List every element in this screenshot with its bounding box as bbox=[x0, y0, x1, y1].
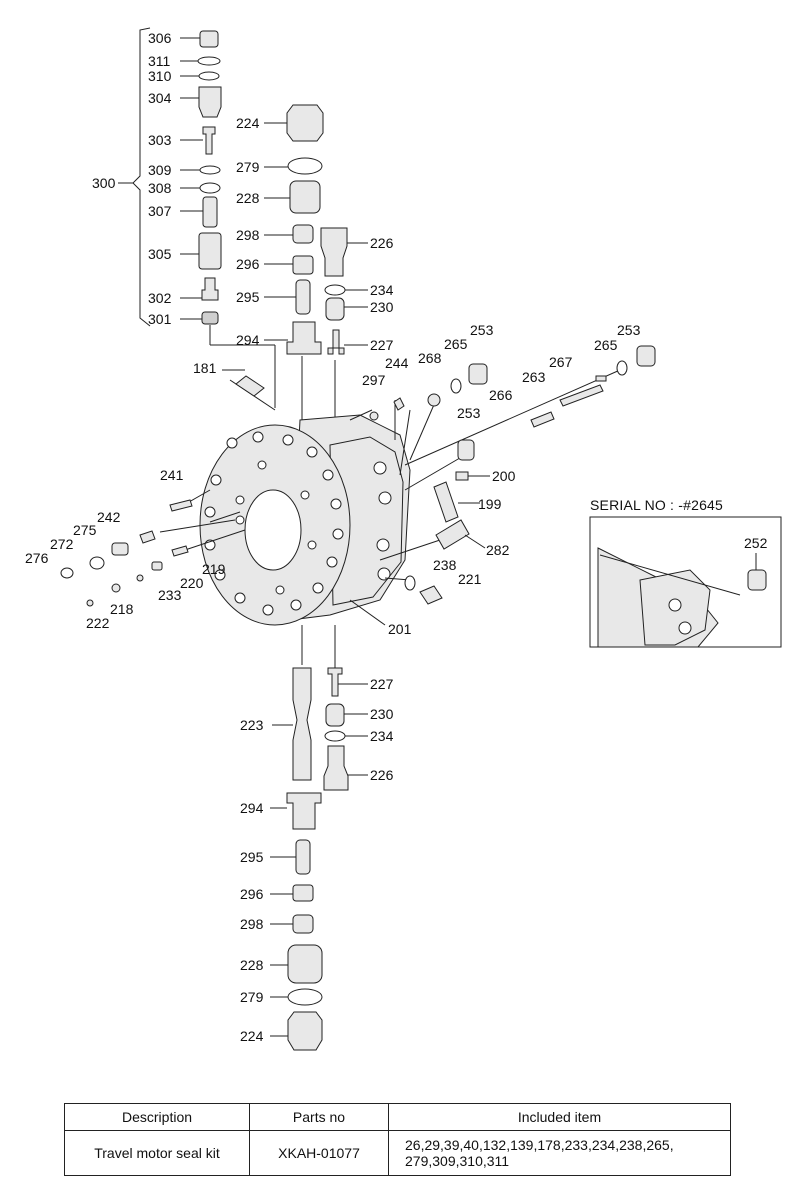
cell-included-item: 26,29,39,40,132,139,178,233,234,238,265,… bbox=[388, 1130, 731, 1176]
callout-224-top: 224 bbox=[236, 115, 260, 131]
callout-275: 275 bbox=[73, 522, 97, 538]
lower-valve-stack bbox=[270, 625, 368, 1051]
callout-272: 272 bbox=[50, 536, 74, 552]
parts-kit-table: Description Parts no Included item Trave… bbox=[64, 1103, 731, 1176]
callout-234-top: 234 bbox=[370, 282, 394, 298]
callout-305: 305 bbox=[148, 246, 172, 262]
callout-303: 303 bbox=[148, 132, 172, 148]
callout-279-top: 279 bbox=[236, 159, 260, 175]
callout-311: 311 bbox=[148, 53, 171, 69]
header-parts-no: Parts no bbox=[249, 1103, 389, 1131]
callout-224-bottom: 224 bbox=[240, 1028, 264, 1044]
callout-221: 221 bbox=[458, 571, 482, 587]
callout-226-top: 226 bbox=[370, 235, 394, 251]
left-side-parts bbox=[60, 499, 193, 607]
callout-253-a: 253 bbox=[470, 322, 494, 338]
callout-309: 309 bbox=[148, 162, 172, 178]
serial-inset bbox=[589, 516, 782, 648]
callout-220: 220 bbox=[180, 575, 204, 591]
callout-295-bottom: 295 bbox=[240, 849, 264, 865]
cell-description: Travel motor seal kit bbox=[64, 1130, 250, 1176]
right-side-parts bbox=[369, 345, 656, 605]
leader-lines bbox=[159, 369, 621, 626]
callout-228-top: 228 bbox=[236, 190, 260, 206]
included-item-line-2: 279,309,310,311 bbox=[405, 1153, 510, 1169]
callout-226-bottom: 226 bbox=[370, 767, 394, 783]
callout-233: 233 bbox=[158, 587, 182, 603]
callout-200: 200 bbox=[492, 468, 516, 484]
exploded-parts-diagram: 300 bbox=[25, 27, 782, 1051]
callout-253-b: 253 bbox=[617, 322, 641, 338]
callout-267: 267 bbox=[549, 354, 573, 370]
callout-181: 181 bbox=[193, 360, 217, 376]
group-300-bracket: 300 bbox=[92, 27, 151, 327]
callout-310: 310 bbox=[148, 68, 172, 84]
callout-199: 199 bbox=[478, 496, 502, 512]
callout-298-bottom: 298 bbox=[240, 916, 264, 932]
upper-valve-stack bbox=[264, 104, 368, 430]
callout-301: 301 bbox=[148, 311, 172, 327]
callout-219: 219 bbox=[202, 561, 226, 577]
callout-227-top: 227 bbox=[370, 337, 394, 353]
callout-223: 223 bbox=[240, 717, 264, 733]
callout-244: 244 bbox=[385, 355, 409, 371]
serial-inset-title: SERIAL NO : -#2645 bbox=[590, 497, 724, 513]
cell-parts-no: XKAH-01077 bbox=[249, 1130, 389, 1176]
callout-265-b: 265 bbox=[594, 337, 618, 353]
callout-276: 276 bbox=[25, 550, 49, 566]
relief-valve-parts bbox=[180, 30, 276, 408]
callout-300: 300 bbox=[92, 175, 116, 191]
callout-268: 268 bbox=[418, 350, 442, 366]
callout-201: 201 bbox=[388, 621, 412, 637]
header-included-item: Included item bbox=[388, 1103, 731, 1131]
callout-218: 218 bbox=[110, 601, 134, 617]
callout-228-bottom: 228 bbox=[240, 957, 264, 973]
callout-282: 282 bbox=[486, 542, 510, 558]
callout-252: 252 bbox=[744, 535, 768, 551]
included-item-line-1: 26,29,39,40,132,139,178,233,234,238,265, bbox=[405, 1137, 674, 1153]
callout-297: 297 bbox=[362, 372, 386, 388]
callout-234-bottom: 234 bbox=[370, 728, 394, 744]
callout-302: 302 bbox=[148, 290, 172, 306]
callout-222: 222 bbox=[86, 615, 110, 631]
callout-308: 308 bbox=[148, 180, 172, 196]
callout-230-top: 230 bbox=[370, 299, 394, 315]
callout-279-bottom: 279 bbox=[240, 989, 264, 1005]
callout-230-bottom: 230 bbox=[370, 706, 394, 722]
callout-238: 238 bbox=[433, 557, 457, 573]
callout-304: 304 bbox=[148, 90, 172, 106]
callout-253-c: 253 bbox=[457, 405, 481, 421]
callout-296-bottom: 296 bbox=[240, 886, 264, 902]
callout-295-top: 295 bbox=[236, 289, 260, 305]
callout-241: 241 bbox=[160, 467, 184, 483]
callout-296-top: 296 bbox=[236, 256, 260, 272]
callout-labels: 306 311 310 304 303 309 308 307 305 302 … bbox=[25, 30, 768, 1044]
callout-263: 263 bbox=[522, 369, 546, 385]
table-row: Travel motor seal kit XKAH-01077 26,29,3… bbox=[64, 1130, 731, 1176]
callout-298-top: 298 bbox=[236, 227, 260, 243]
main-housing bbox=[199, 414, 411, 626]
callout-294-bottom: 294 bbox=[240, 800, 264, 816]
callout-306: 306 bbox=[148, 30, 172, 46]
callout-227-bottom: 227 bbox=[370, 676, 394, 692]
callout-307: 307 bbox=[148, 203, 172, 219]
callout-266: 266 bbox=[489, 387, 513, 403]
callout-265-a: 265 bbox=[444, 336, 468, 352]
header-description: Description bbox=[64, 1103, 250, 1131]
callout-242: 242 bbox=[97, 509, 121, 525]
callout-294-top: 294 bbox=[236, 332, 260, 348]
table-header-row: Description Parts no Included item bbox=[64, 1103, 731, 1131]
